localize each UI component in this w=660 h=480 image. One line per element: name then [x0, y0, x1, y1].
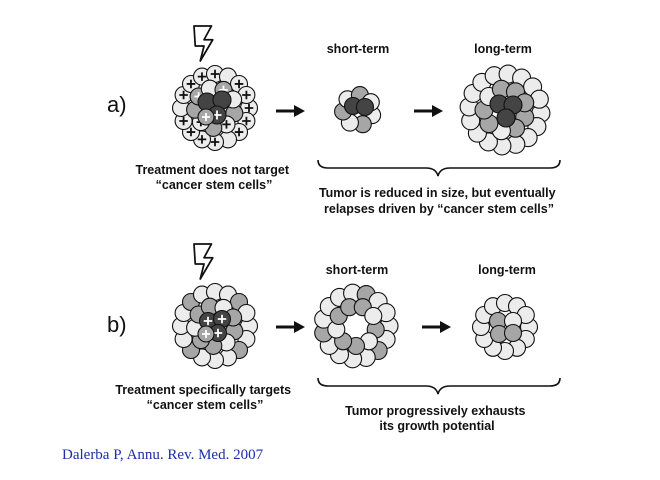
- panel-a-caption-right-line-2: relapses driven by “cancer stem cells”: [324, 202, 554, 216]
- panel-b-long-term-tumor: [471, 293, 539, 361]
- panel-b-short-term-tumor: [314, 283, 399, 369]
- panel-b-short-term-tumor-cell: [364, 306, 383, 326]
- panel-a-arrow-1: [276, 105, 305, 117]
- panel-b-arrow-2: [422, 321, 451, 333]
- panel-b-long-term-tumor-cell: [503, 323, 523, 343]
- panel-a-initial-tumor-cell: [197, 108, 215, 126]
- panel-b-caption-left: Treatment specifically targets “cancer s…: [115, 383, 294, 412]
- panel-a-lightning-icon: [193, 25, 214, 62]
- panel-a-long-term-label: long-term: [474, 42, 532, 56]
- panel-a-caption-right: Tumor is reduced in size, but eventually…: [319, 186, 559, 216]
- panel-b-short-term-label: short-term: [326, 263, 389, 277]
- panel-b-arrow-1: [276, 321, 305, 333]
- panel-b-initial-tumor-cell: [197, 325, 215, 343]
- citation: Dalerba P, Annu. Rev. Med. 2007: [62, 447, 264, 463]
- panel-a-caption-left-line-1: Treatment does not target: [136, 163, 290, 177]
- panel-b-caption-left-line-1: Treatment specifically targets: [115, 383, 291, 397]
- panel-b-label: b): [107, 312, 127, 337]
- panel-a-arrow-2: [414, 105, 443, 117]
- panel-a-caption-left-line-2: “cancer stem cells”: [156, 178, 273, 192]
- panel-b-caption-left-line-2: “cancer stem cells”: [147, 398, 264, 412]
- panel-a-initial-tumor: [171, 64, 259, 152]
- panel-b-caption-right-line-2: its growth potential: [379, 419, 494, 433]
- panel-a-brace: [317, 159, 561, 177]
- panel-b-caption-right-line-1: Tumor progressively exhausts: [345, 404, 525, 418]
- panel-a-long-term-tumor-cell: [496, 108, 516, 128]
- panel-a-short-term-tumor-cell: [355, 97, 375, 117]
- panel-a-short-term-tumor: [334, 86, 382, 134]
- panel-a-long-term-tumor: [459, 64, 551, 156]
- panel-b-initial-tumor: [171, 282, 259, 370]
- panel-b-caption-right: Tumor progressively exhausts its growth …: [345, 404, 529, 433]
- panel-b-brace: [317, 377, 561, 395]
- panel-b-lightning-icon: [193, 243, 214, 280]
- panel-a-label: a): [107, 92, 127, 117]
- panel-a-initial-tumor-cell: [237, 85, 256, 105]
- panel-a-caption-right-line-1: Tumor is reduced in size, but eventually: [319, 186, 556, 200]
- panel-b-long-term-label: long-term: [478, 263, 536, 277]
- panel-a-short-term-label: short-term: [327, 42, 390, 56]
- panel-a-caption-left: Treatment does not target “cancer stem c…: [136, 163, 293, 192]
